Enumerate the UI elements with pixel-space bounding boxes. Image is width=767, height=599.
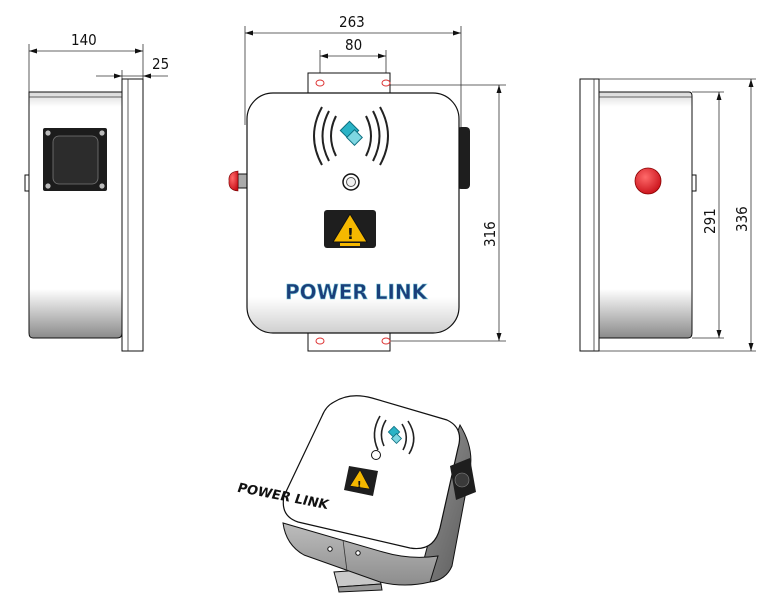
dim-total-height: 336	[733, 206, 751, 232]
isometric-view: ! POWER LINK	[235, 395, 476, 593]
emergency-stop-button-side	[634, 167, 662, 195]
dim-body-height: 291	[701, 208, 719, 234]
svg-text:!: !	[357, 480, 362, 491]
svg-text:!: !	[347, 225, 354, 243]
brand-name-front: POWER LINK	[285, 280, 429, 304]
emergency-stop-button-front	[228, 170, 249, 192]
side-view-left: 140 25	[24, 31, 169, 352]
side-view-right: 291 336	[579, 78, 756, 352]
dim-hole-spacing: 80	[345, 36, 362, 54]
warning-triangle-icon-iso: !	[344, 466, 378, 496]
ac-socket-side	[43, 128, 107, 191]
rfid-waves-icon-iso	[373, 415, 415, 455]
rfid-waves-icon	[313, 106, 389, 166]
dim-bracket-offset: 25	[152, 55, 169, 73]
dim-front-width: 263	[339, 13, 365, 31]
warning-triangle-icon: !	[324, 210, 376, 248]
dim-front-height: 316	[481, 221, 499, 247]
front-view: 263 80 316	[228, 13, 506, 352]
dim-side-depth: 140	[71, 31, 97, 49]
